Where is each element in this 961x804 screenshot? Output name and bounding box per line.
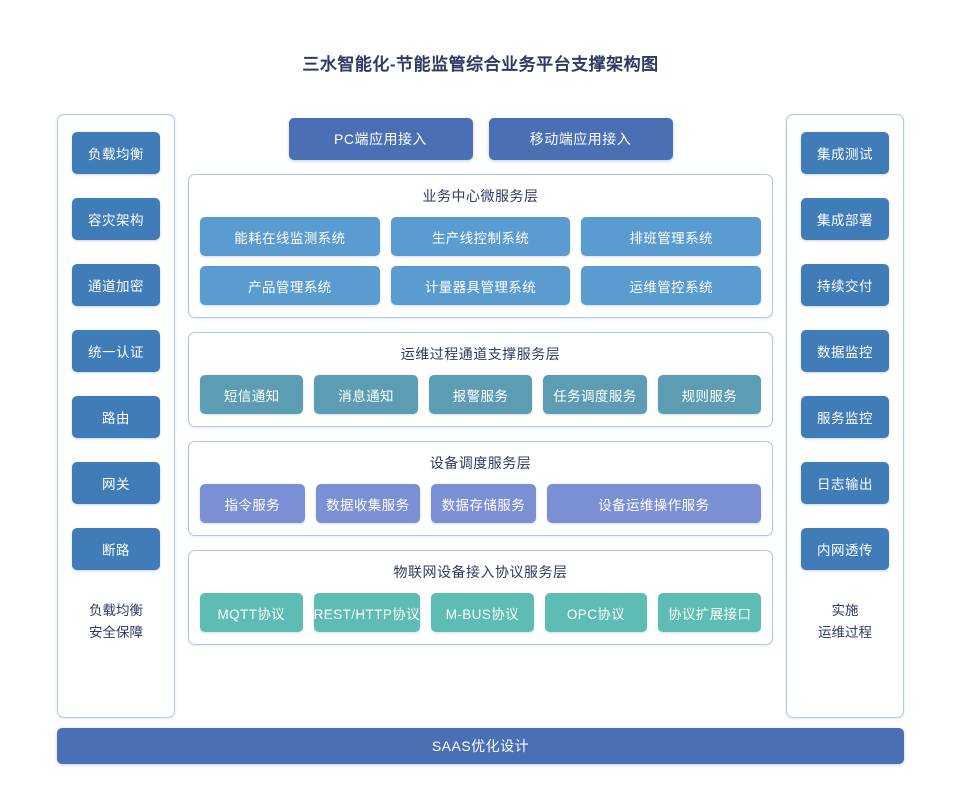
left-support-column: 负载均衡 容灾架构 通道加密 统一认证 路由 网关 断路 负载均衡 安全保障 (57, 114, 175, 718)
service-chip-label: 计量器具管理系统 (424, 279, 537, 295)
layer-row: 短信通知 消息通知 报警服务 任务调度服务 规则服务 (200, 375, 762, 414)
sidebar-item-label: 网关 (102, 477, 130, 492)
sidebar-item-gateway[interactable]: 网关 (72, 462, 160, 504)
access-bar-mobile[interactable]: 移动端应用接入 (488, 118, 673, 160)
service-chip-message-notification[interactable]: 消息通知 (314, 375, 418, 414)
protocol-chip-opc[interactable]: OPC协议 (544, 593, 648, 632)
protocol-chip-extension-interface[interactable]: 协议扩展接口 (658, 593, 762, 632)
service-chip-product-management[interactable]: 产品管理系统 (200, 266, 380, 305)
protocol-chip-label: MQTT协议 (217, 606, 286, 622)
sidebar-item-unified-auth[interactable]: 统一认证 (72, 330, 160, 372)
service-chip-label: 指令服务 (224, 497, 281, 513)
sidebar-item-intranet-tunneling[interactable]: 内网透传 (801, 528, 889, 570)
layer-iot-protocol-access: 物联网设备接入协议服务层 MQTT协议 REST/HTTP协议 M-BUS协议 … (188, 550, 773, 645)
service-chip-label: 设备运维操作服务 (598, 497, 710, 513)
service-chip-production-line-control[interactable]: 生产线控制系统 (390, 217, 571, 256)
right-support-column: 集成测试 集成部署 持续交付 数据监控 服务监控 日志输出 内网透传 实施 运维… (786, 114, 904, 718)
service-chip-label: 数据收集服务 (326, 497, 410, 513)
access-bar-label: 移动端应用接入 (529, 131, 632, 147)
sidebar-item-label: 日志输出 (817, 477, 873, 492)
sidebar-item-disaster-recovery[interactable]: 容灾架构 (72, 198, 160, 240)
layer-title: 物联网设备接入协议服务层 (393, 564, 568, 580)
layer-row: 产品管理系统 计量器具管理系统 运维管控系统 (200, 266, 762, 305)
sidebar-item-routing[interactable]: 路由 (72, 396, 160, 438)
service-chip-alarm-service[interactable]: 报警服务 (428, 375, 533, 414)
protocol-chip-mqtt[interactable]: MQTT协议 (200, 593, 303, 632)
saas-optimization-bar[interactable]: SAAS优化设计 (57, 728, 904, 764)
service-chip-label: 排班管理系统 (629, 230, 713, 246)
layer-row: 能耗在线监测系统 生产线控制系统 排班管理系统 (200, 217, 762, 256)
left-column-caption-line2: 安全保障 (89, 625, 143, 640)
sidebar-item-continuous-delivery[interactable]: 持续交付 (801, 264, 889, 306)
layer-business-center: 业务中心微服务层 能耗在线监测系统 生产线控制系统 排班管理系统 产品管理系统 … (188, 174, 773, 318)
sidebar-item-service-monitoring[interactable]: 服务监控 (801, 396, 889, 438)
sidebar-item-integration-deploy[interactable]: 集成部署 (801, 198, 889, 240)
layer-row: 指令服务 数据收集服务 数据存储服务 设备运维操作服务 (200, 484, 761, 523)
layer-row: MQTT协议 REST/HTTP协议 M-BUS协议 OPC协议 协议扩展接口 (200, 593, 762, 632)
access-bar-pc[interactable]: PC端应用接入 (288, 118, 473, 160)
protocol-chip-rest-http[interactable]: REST/HTTP协议 (313, 593, 421, 632)
sidebar-item-circuit-breaker[interactable]: 断路 (72, 528, 160, 570)
layer-title: 业务中心微服务层 (422, 188, 539, 204)
right-column-caption: 实施 运维过程 (818, 600, 872, 644)
sidebar-item-load-balance[interactable]: 负载均衡 (72, 132, 160, 174)
application-access-row: PC端应用接入 移动端应用接入 (188, 118, 773, 160)
sidebar-item-label: 持续交付 (817, 279, 873, 294)
service-chip-command-service[interactable]: 指令服务 (200, 484, 305, 523)
service-chip-metering-device-management[interactable]: 计量器具管理系统 (390, 266, 571, 305)
service-chip-device-ops-operation[interactable]: 设备运维操作服务 (546, 484, 761, 523)
service-chip-label: 规则服务 (681, 388, 738, 404)
page-title: 三水智能化-节能监管综合业务平台支撑架构图 (302, 55, 659, 74)
service-chip-label: 数据存储服务 (441, 497, 526, 513)
service-chip-sms-notification[interactable]: 短信通知 (200, 375, 304, 414)
sidebar-item-label: 服务监控 (817, 411, 873, 426)
layer-device-scheduling: 设备调度服务层 指令服务 数据收集服务 数据存储服务 设备运维操作服务 (188, 441, 773, 536)
sidebar-item-label: 容灾架构 (88, 213, 144, 228)
architecture-diagram: 负载均衡 容灾架构 通道加密 统一认证 路由 网关 断路 负载均衡 安全保障 P… (57, 114, 904, 764)
right-column-caption-line2: 运维过程 (818, 625, 872, 640)
protocol-chip-mbus[interactable]: M-BUS协议 (431, 593, 534, 632)
service-chip-data-collection[interactable]: 数据收集服务 (315, 484, 421, 523)
sidebar-item-label: 集成部署 (817, 213, 873, 228)
sidebar-item-label: 断路 (102, 543, 130, 558)
service-chip-ops-control[interactable]: 运维管控系统 (581, 266, 762, 305)
sidebar-item-label: 统一认证 (88, 345, 144, 360)
layer-ops-channel-support: 运维过程通道支撑服务层 短信通知 消息通知 报警服务 任务调度服务 规则服务 (188, 332, 773, 427)
sidebar-item-label: 路由 (102, 411, 130, 426)
right-column-caption-line1: 实施 (831, 603, 859, 618)
service-chip-task-scheduling[interactable]: 任务调度服务 (543, 375, 647, 414)
sidebar-item-channel-encryption[interactable]: 通道加密 (72, 264, 160, 306)
sidebar-item-label: 内网透传 (817, 543, 873, 558)
protocol-chip-label: REST/HTTP协议 (313, 606, 421, 622)
sidebar-item-integration-test[interactable]: 集成测试 (801, 132, 889, 174)
center-stack: PC端应用接入 移动端应用接入 业务中心微服务层 能耗在线监测系统 生产线控制系… (188, 114, 773, 718)
sidebar-item-log-output[interactable]: 日志输出 (801, 462, 889, 504)
protocol-chip-label: 协议扩展接口 (668, 606, 752, 622)
left-column-caption-line1: 负载均衡 (89, 603, 143, 618)
service-chip-energy-monitoring[interactable]: 能耗在线监测系统 (200, 217, 380, 256)
layer-title: 设备调度服务层 (429, 455, 532, 471)
sidebar-item-label: 数据监控 (817, 345, 873, 360)
service-chip-label: 消息通知 (338, 388, 394, 404)
service-chip-label: 运维管控系统 (629, 279, 713, 295)
saas-bar-label: SAAS优化设计 (431, 738, 530, 754)
sidebar-item-label: 集成测试 (817, 147, 873, 162)
service-chip-label: 任务调度服务 (553, 388, 637, 404)
protocol-chip-label: M-BUS协议 (445, 606, 520, 622)
left-column-caption: 负载均衡 安全保障 (89, 600, 143, 644)
sidebar-item-label: 负载均衡 (88, 147, 144, 162)
service-chip-label: 报警服务 (452, 388, 509, 404)
service-chip-label: 短信通知 (223, 388, 280, 404)
service-chip-label: 能耗在线监测系统 (234, 230, 346, 246)
service-chip-data-storage[interactable]: 数据存储服务 (431, 484, 536, 523)
service-chip-rule-service[interactable]: 规则服务 (657, 375, 762, 414)
service-chip-shift-management[interactable]: 排班管理系统 (581, 217, 762, 256)
protocol-chip-label: OPC协议 (566, 606, 626, 622)
service-chip-label: 产品管理系统 (248, 279, 332, 295)
sidebar-item-data-monitoring[interactable]: 数据监控 (801, 330, 889, 372)
sidebar-item-label: 通道加密 (88, 279, 144, 294)
layer-title: 运维过程通道支撑服务层 (400, 346, 561, 362)
access-bar-label: PC端应用接入 (334, 131, 427, 147)
service-chip-label: 生产线控制系统 (431, 230, 530, 246)
